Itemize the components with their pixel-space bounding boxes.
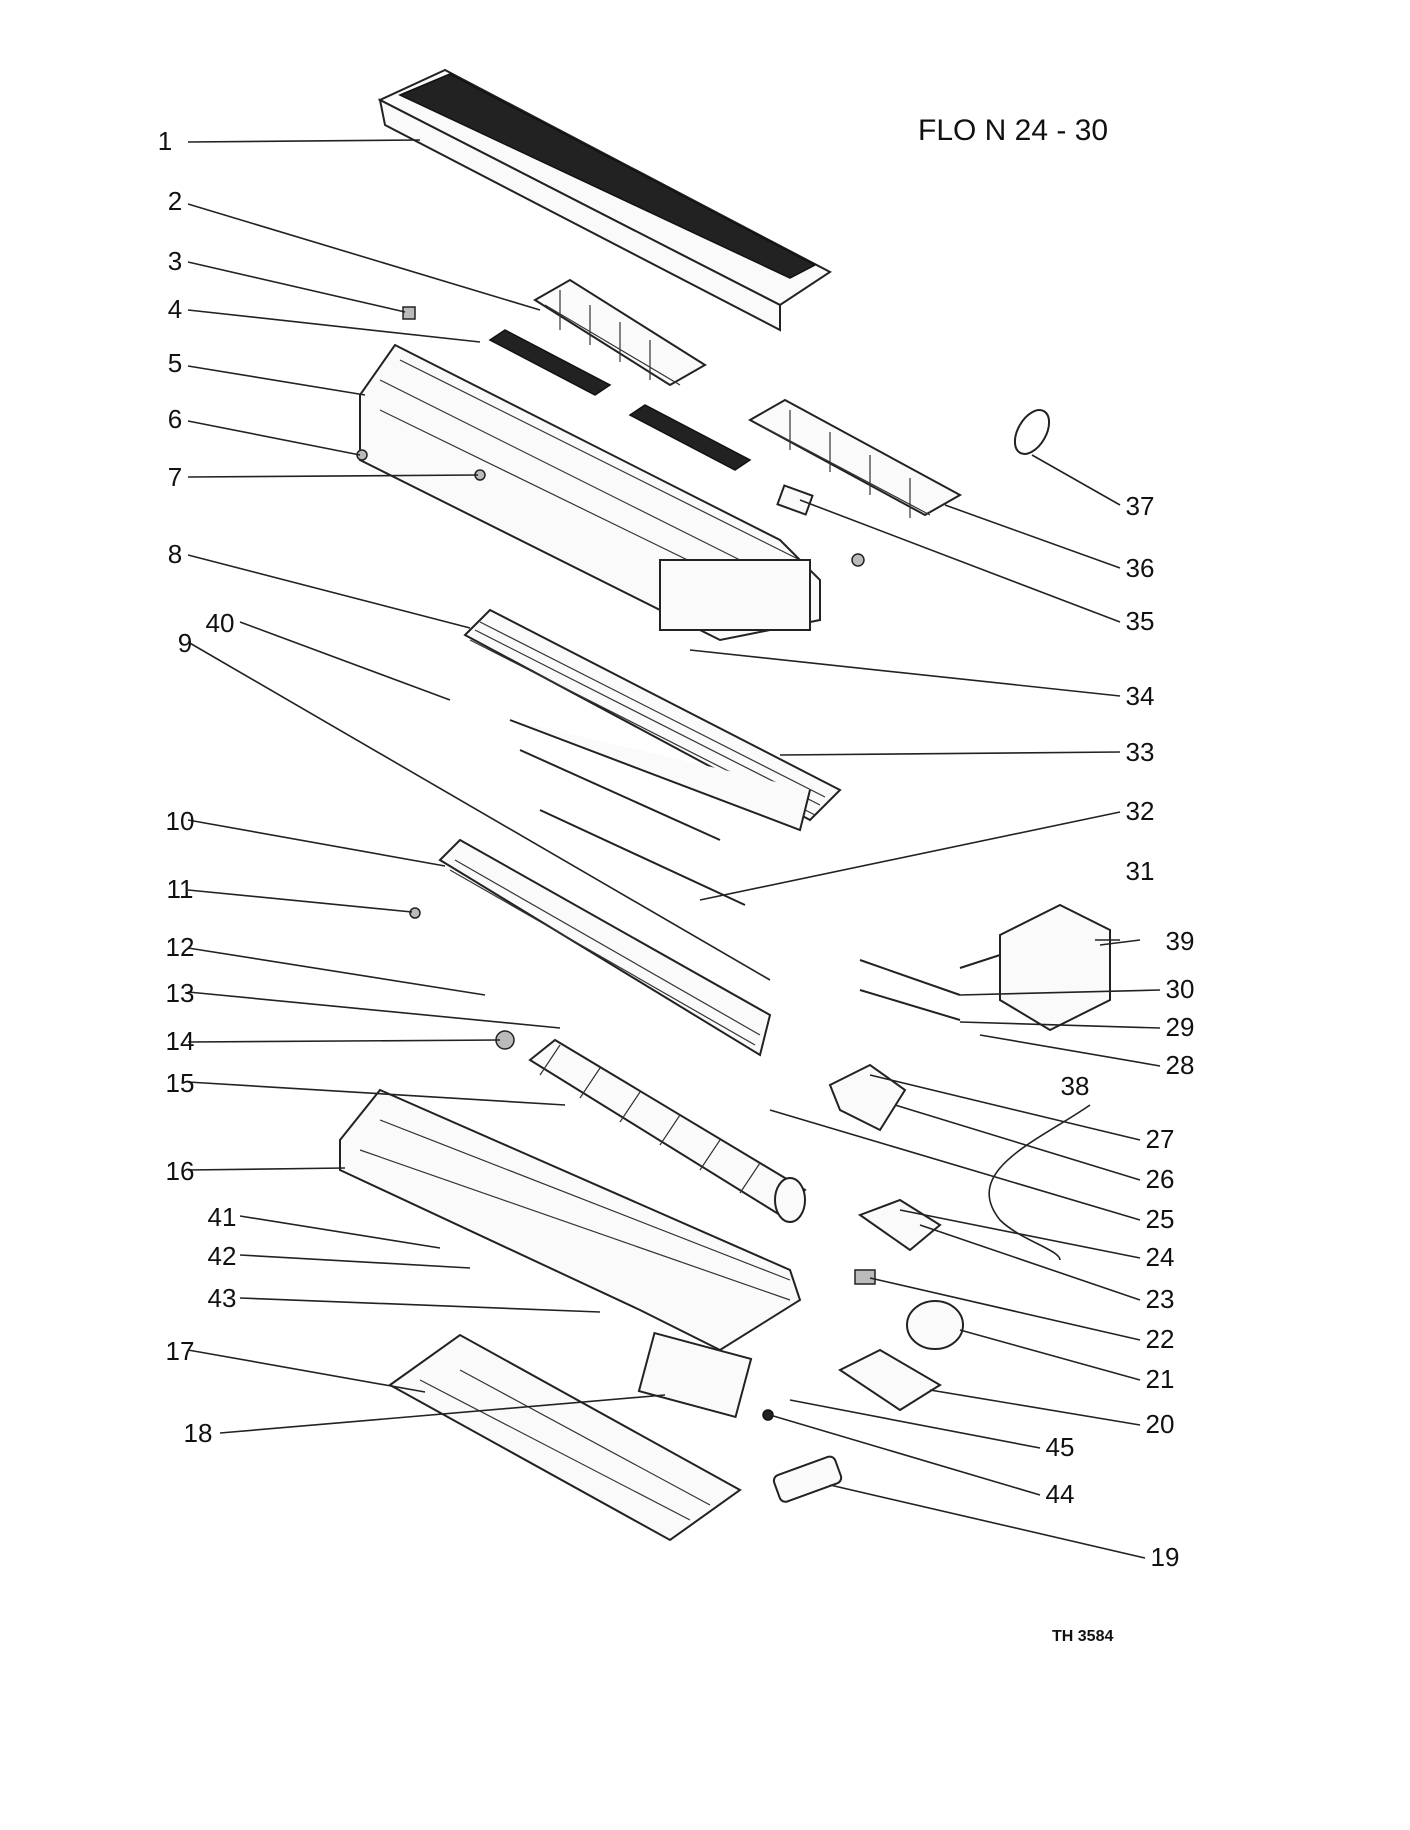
drawing-code: TH 3584 <box>1052 1628 1114 1645</box>
motor-support-26 <box>828 1063 907 1132</box>
callout-42: 42 <box>208 1241 237 1271</box>
callout-32: 32 <box>1126 796 1155 826</box>
callout-2: 2 <box>168 186 182 216</box>
callout-27: 27 <box>1146 1124 1175 1154</box>
tangential-fan <box>528 1038 807 1223</box>
callout-36: 36 <box>1126 553 1155 583</box>
callout-23: 23 <box>1146 1284 1175 1314</box>
callout-7: 7 <box>168 462 182 492</box>
callout-25: 25 <box>1146 1204 1175 1234</box>
callout-37: 37 <box>1126 491 1155 521</box>
clip-part-3 <box>402 306 416 320</box>
callout-41: 41 <box>208 1202 237 1232</box>
cable-38 <box>988 1104 1091 1261</box>
electrical-box-31 <box>959 903 1111 1032</box>
callout-29: 29 <box>1166 1012 1195 1042</box>
callout-16: 16 <box>166 1156 195 1186</box>
callout-8: 8 <box>168 539 182 569</box>
callout-10: 10 <box>166 806 195 836</box>
motor-bracket-23 <box>857 1198 942 1252</box>
callout-14: 14 <box>166 1026 195 1056</box>
callout-31: 31 <box>1126 856 1155 886</box>
callout-38: 38 <box>1061 1071 1090 1101</box>
callout-22: 22 <box>1146 1324 1175 1354</box>
callout-21: 21 <box>1146 1364 1175 1394</box>
callout-1: 1 <box>158 126 172 156</box>
callout-30: 30 <box>1166 974 1195 1004</box>
motor-base-20 <box>838 1348 942 1412</box>
callout-labels: 1 2 3 4 5 6 7 8 40 9 10 11 12 13 14 15 1… <box>158 126 1195 1572</box>
callout-13: 13 <box>166 978 195 1008</box>
callout-35: 35 <box>1126 606 1155 636</box>
leader-lines <box>187 139 1161 1559</box>
callout-39: 39 <box>1166 926 1195 956</box>
callout-11: 11 <box>167 874 194 904</box>
callout-12: 12 <box>166 932 195 962</box>
callout-4: 4 <box>168 294 182 324</box>
fan-motor-21 <box>906 1300 964 1350</box>
mounting-plate <box>388 1333 742 1542</box>
air-filter-right <box>747 398 963 518</box>
front-panel <box>377 68 832 332</box>
louver-rod <box>519 749 746 906</box>
air-filter-left <box>533 278 707 387</box>
callout-6: 6 <box>168 404 182 434</box>
callout-3: 3 <box>168 246 182 276</box>
callout-24: 24 <box>1146 1242 1175 1272</box>
callout-44: 44 <box>1046 1479 1075 1509</box>
callout-34: 34 <box>1126 681 1155 711</box>
callout-18: 18 <box>184 1418 213 1448</box>
callout-9: 9 <box>178 628 192 658</box>
callout-40: 40 <box>206 608 235 638</box>
vane-assembly <box>438 838 772 1057</box>
remote-control-19 <box>772 1455 843 1503</box>
callout-20: 20 <box>1146 1409 1175 1439</box>
callout-5: 5 <box>168 348 182 378</box>
callout-33: 33 <box>1126 737 1155 767</box>
callout-43: 43 <box>208 1283 237 1313</box>
callout-45: 45 <box>1046 1432 1075 1462</box>
small-filter-4 <box>488 329 752 471</box>
callout-17: 17 <box>166 1336 195 1366</box>
callout-15: 15 <box>166 1068 195 1098</box>
terminal-box <box>637 1331 753 1419</box>
evaporator-coil <box>463 608 842 832</box>
front-frame <box>359 343 821 642</box>
callout-26: 26 <box>1146 1164 1175 1194</box>
chassis <box>339 1088 802 1352</box>
callout-28: 28 <box>1166 1050 1195 1080</box>
callout-19: 19 <box>1151 1542 1180 1572</box>
diagram-title: FLO N 24 - 30 <box>918 114 1109 147</box>
